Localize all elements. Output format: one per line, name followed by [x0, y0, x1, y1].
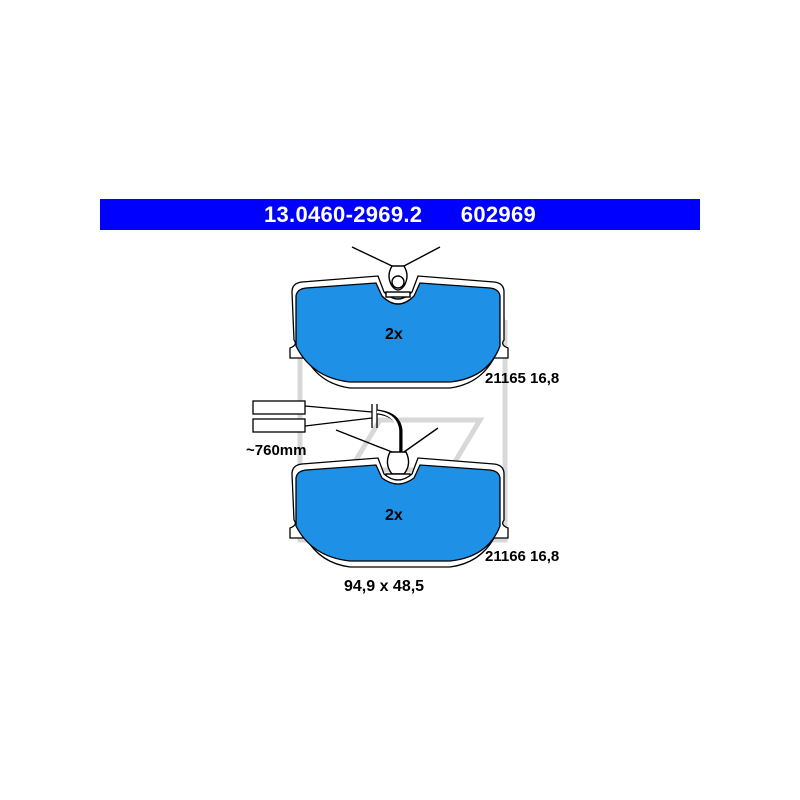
top-spring-clip	[351, 246, 441, 298]
bottom-pad-spec: 21166 16,8	[485, 548, 560, 565]
pad-dimensions: 94,9 x 48,5	[344, 578, 425, 595]
header-part-number: 13.0460-2969.2	[263, 201, 423, 227]
header-catalog-number: 602969	[460, 201, 537, 227]
top-pad-friction-material	[295, 282, 501, 383]
bottom-pad-friction-material	[295, 464, 501, 562]
sensor-cable-length: ~760mm	[246, 442, 307, 459]
sensor-connector-lower	[252, 418, 306, 433]
top-pad-spec: 21165 16,8	[485, 370, 560, 387]
sensor-connector-upper	[252, 400, 306, 415]
bottom-pad-quantity: 2x	[385, 507, 403, 524]
header-bar: 13.0460-2969.2 602969	[100, 199, 700, 230]
wear-sensor	[252, 400, 403, 478]
top-pad-quantity: 2x	[385, 326, 403, 343]
